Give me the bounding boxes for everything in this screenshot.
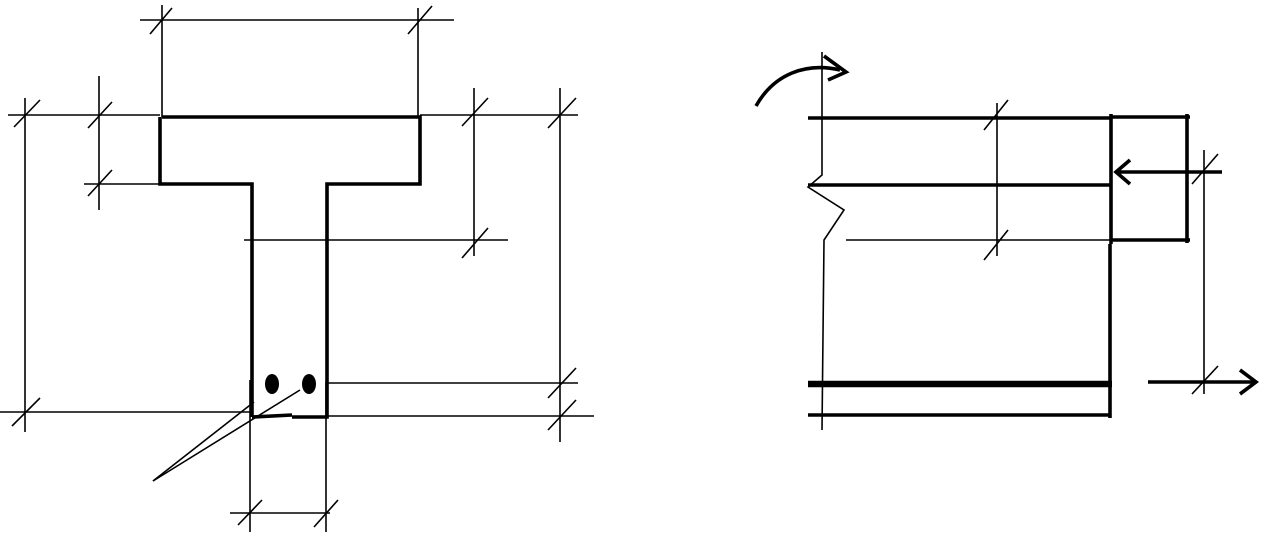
leader-line-right [152,389,301,482]
moment-arrow [754,65,841,107]
rebar-right [302,374,316,394]
t-section-outline [158,115,422,419]
compression-arrowhead [1113,158,1132,186]
dimension-web-width [230,380,339,532]
compression-block [1111,114,1190,243]
t-beam-cross-section [0,5,594,532]
t-section-bottom-edge [251,413,293,419]
break-line [806,52,846,431]
moment-arrowhead [822,54,850,82]
beam-longitudinal-section [754,52,1259,431]
rebar-left [265,374,279,394]
leader-line-left [152,401,255,482]
dimension-effective-depth [547,88,577,442]
dimension-compression-depth [983,99,1009,261]
dimension-flange-thickness [87,76,113,210]
dimension-lever-arm [1191,150,1219,395]
tension-arrowhead [1238,368,1259,396]
dimension-total-height [0,98,252,432]
dimension-compression-zone [461,88,489,259]
dimension-flange-width [140,5,454,117]
